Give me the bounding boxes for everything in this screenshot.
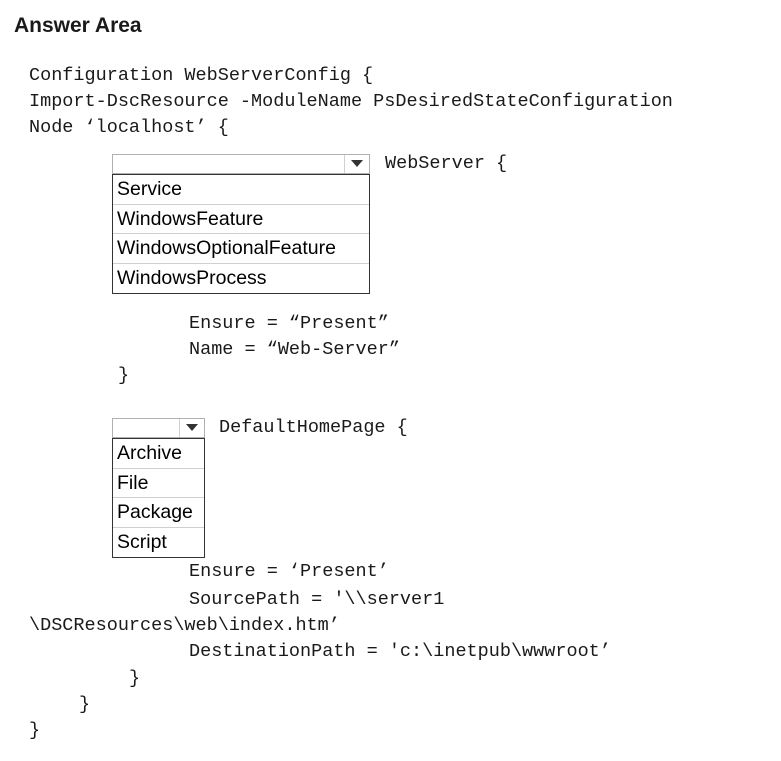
code-line-import: Import-DscResource -ModuleName PsDesired… bbox=[29, 91, 673, 112]
option-windowsprocess[interactable]: WindowsProcess bbox=[117, 266, 267, 289]
option-package[interactable]: Package bbox=[113, 498, 204, 528]
code-line-configuration: Configuration WebServerConfig { bbox=[29, 65, 374, 86]
option-file[interactable]: File bbox=[113, 469, 204, 498]
code-sourcepath: SourcePath = '\\server1 bbox=[189, 589, 445, 610]
code-defaulthomepage-block: DefaultHomePage { bbox=[219, 417, 408, 438]
option-script[interactable]: Script bbox=[117, 530, 167, 553]
code-close-brace-configuration: } bbox=[29, 720, 41, 741]
option-windowsfeature[interactable]: WindowsFeature bbox=[113, 205, 369, 234]
resource-options-webserver: Service WindowsFeature WindowsOptionalFe… bbox=[112, 174, 370, 294]
option-windowsoptionalfeature[interactable]: WindowsOptionalFeature bbox=[113, 234, 369, 264]
code-line-node: Node ‘localhost’ { bbox=[29, 117, 229, 138]
resource-options-homepage: Archive File Package Script bbox=[112, 438, 205, 558]
answer-area-title: Answer Area bbox=[14, 14, 142, 37]
code-webserver-block: WebServer { bbox=[385, 153, 508, 174]
resource-select-webserver[interactable] bbox=[112, 154, 370, 174]
chevron-down-icon[interactable] bbox=[179, 419, 204, 437]
resource-dropdown-homepage[interactable]: Archive File Package Script bbox=[112, 418, 205, 558]
code-ensure-present: Ensure = “Present” bbox=[189, 313, 389, 334]
code-close-brace-resource: } bbox=[129, 668, 141, 689]
chevron-down-icon[interactable] bbox=[344, 155, 369, 173]
code-close-brace-node: } bbox=[79, 694, 91, 715]
code-ensure-present-2: Ensure = ‘Present’ bbox=[189, 561, 389, 582]
code-sourcepath-continued: \DSCResources\web\index.htm’ bbox=[29, 615, 340, 636]
resource-dropdown-webserver[interactable]: Service WindowsFeature WindowsOptionalFe… bbox=[112, 154, 370, 294]
option-archive[interactable]: Archive bbox=[113, 439, 204, 469]
code-close-brace: } bbox=[118, 365, 130, 386]
code-destinationpath: DestinationPath = 'c:\inetpub\wwwroot’ bbox=[189, 641, 611, 662]
code-name-webserver: Name = “Web-Server” bbox=[189, 339, 400, 360]
resource-select-homepage[interactable] bbox=[112, 418, 205, 438]
option-service[interactable]: Service bbox=[113, 175, 369, 205]
